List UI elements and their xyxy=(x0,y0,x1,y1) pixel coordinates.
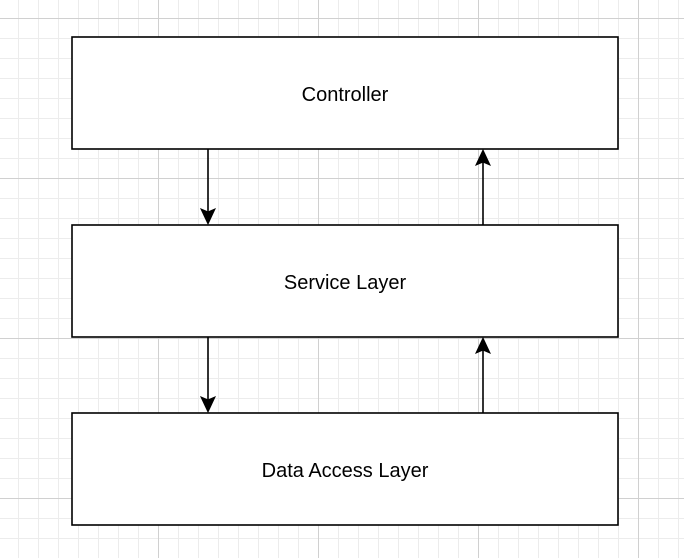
service-layer-box[interactable]: Service Layer xyxy=(71,224,619,338)
arrow-service-to-controller[interactable] xyxy=(474,148,492,225)
service-layer-label: Service Layer xyxy=(284,272,407,294)
data-access-layer-label: Data Access Layer xyxy=(262,460,429,482)
controller-box[interactable]: Controller xyxy=(71,36,619,150)
arrowhead-up-icon xyxy=(474,148,492,166)
controller-label: Controller xyxy=(302,84,389,106)
arrowhead-up-icon xyxy=(474,336,492,354)
arrow-controller-to-service[interactable] xyxy=(199,149,217,226)
arrow-data-access-to-service[interactable] xyxy=(474,336,492,413)
data-access-layer-box[interactable]: Data Access Layer xyxy=(71,412,619,526)
arrowhead-down-icon xyxy=(199,208,217,226)
arrowhead-down-icon xyxy=(199,396,217,414)
arrow-service-to-data-access[interactable] xyxy=(199,337,217,414)
